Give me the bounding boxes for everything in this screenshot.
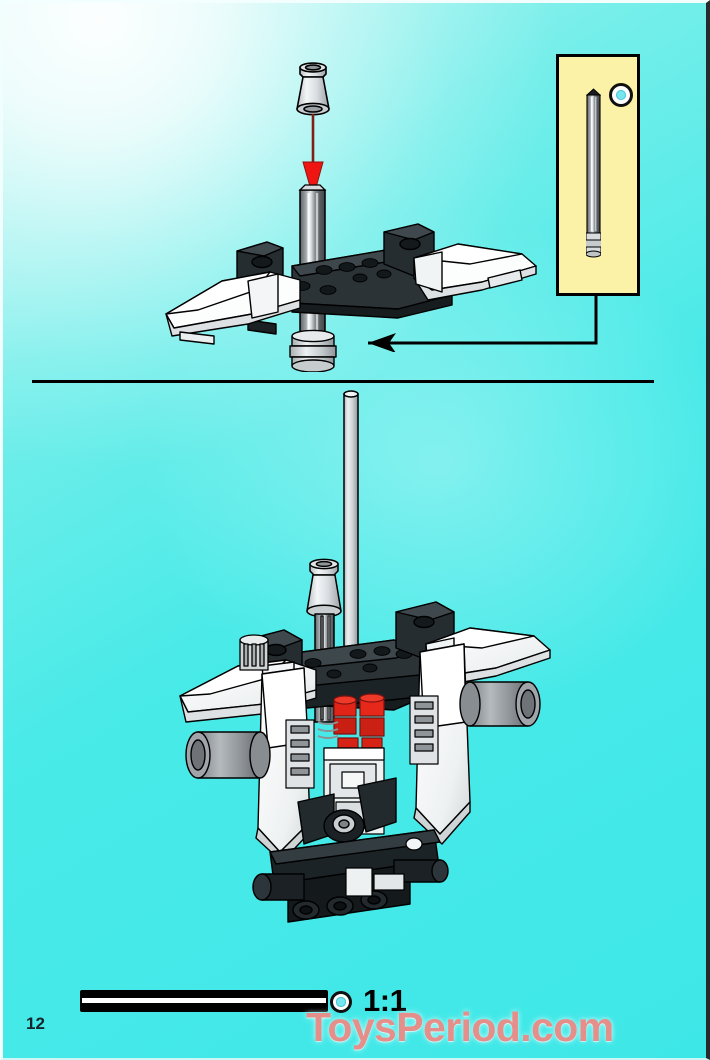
part-antenna-rod (343, 390, 359, 685)
part-wing-white-right (413, 243, 537, 301)
round-part-badge-icon (609, 83, 633, 107)
part-cone-top (296, 62, 330, 116)
part-cylinder-left (185, 731, 271, 779)
step-12-assembly-illustration (179, 390, 551, 923)
step-divider (32, 380, 654, 383)
insertion-arrow-red (302, 114, 324, 194)
part-cylinder-right (459, 681, 541, 727)
part-technic-connectors-red (333, 693, 385, 751)
round-part-badge-icon (330, 991, 352, 1013)
part-detail-white-bottom (345, 837, 423, 897)
part-wing-white-left (165, 271, 301, 345)
site-watermark: ToysPeriod.com (306, 1004, 614, 1050)
scale-ratio-label: 1:1 (363, 983, 407, 1018)
inset-part-technic-axle (586, 88, 601, 258)
step-5-assembly-illustration (165, 62, 537, 372)
part-connector-grey-topleft (239, 634, 269, 671)
page-number: 12 (26, 1014, 45, 1033)
scale-reference-bar (80, 990, 328, 1012)
part-technic-bottom-frame (252, 777, 449, 923)
scale-indicator: 1:1 (80, 984, 407, 1018)
part-bushing-bottom (289, 329, 337, 372)
parts-callout-inset (556, 54, 640, 296)
